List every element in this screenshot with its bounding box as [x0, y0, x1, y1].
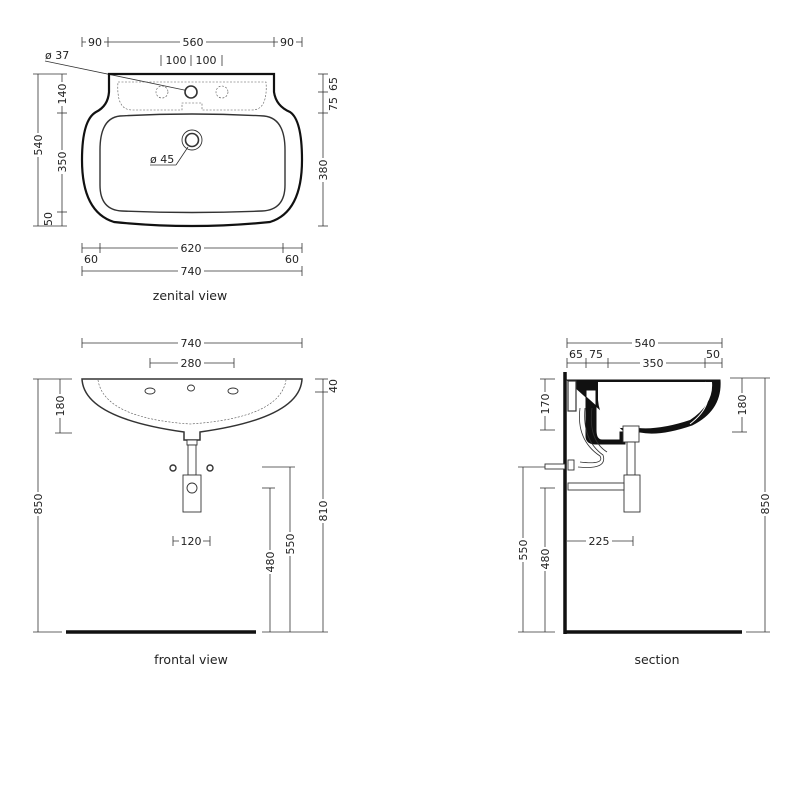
dim-label: 75	[327, 97, 340, 111]
section-caption: section	[634, 652, 679, 667]
waste-pipe	[626, 441, 636, 476]
dim-label: 550	[284, 534, 297, 555]
tap-hole-left	[144, 387, 156, 395]
zenital-top-dimension: 90 560 90	[81, 36, 303, 49]
dim-label: 90	[88, 36, 102, 49]
tap-hole-right	[227, 387, 239, 395]
flex-hoses	[577, 407, 608, 468]
dim-label: 280	[181, 357, 202, 370]
dim-label: 180	[54, 396, 67, 417]
bottle-trap	[182, 474, 202, 513]
dim-label: 350	[643, 357, 664, 370]
basin-outline	[80, 72, 304, 228]
dim-label: 380	[317, 160, 330, 181]
basin-bowl	[99, 113, 286, 214]
tap-hole-right	[215, 85, 229, 99]
dim-label: 120	[181, 535, 202, 548]
dim-label: 550	[517, 540, 530, 561]
dim-label: 50	[42, 212, 55, 226]
dim-label: 140	[56, 84, 69, 105]
waste-fitting	[186, 439, 198, 446]
frontal-view-caption: frontal view	[154, 652, 228, 667]
zenital-view-caption: zenital view	[153, 288, 227, 303]
dim-label: 50	[706, 348, 720, 361]
zenital-bottom-dimension: 620 60 60 740	[81, 242, 303, 278]
dim-label: 60	[84, 253, 98, 266]
dim-label: 75	[589, 348, 603, 361]
dim-label: 170	[539, 394, 552, 415]
section-view: 540 65 75 350 50 550 480 170 850	[517, 337, 772, 667]
bottle-trap	[623, 474, 641, 513]
hole-spacing-dimension: 100 100	[160, 54, 223, 67]
tap-hole-center	[187, 384, 195, 392]
dim-label: 740	[181, 265, 202, 278]
dim-label: 350	[56, 152, 69, 173]
dim-label: 480	[539, 549, 552, 570]
supply-left	[169, 464, 177, 472]
dim-label: 560	[183, 36, 204, 49]
zenital-left-dimension: 540 140 350 50	[32, 73, 69, 227]
trap-outlet-pipe	[567, 482, 625, 491]
dim-label: 540	[32, 135, 45, 156]
dim-label: 90	[280, 36, 294, 49]
dim-label: 65	[327, 77, 340, 91]
dim-label: 180	[736, 395, 749, 416]
dim-label: 480	[264, 552, 277, 573]
zenital-view: 90 560 90 100 100 ø 37 ø 45 540 140	[32, 36, 340, 303]
back-bracket	[567, 380, 577, 412]
dim-label: 65	[569, 348, 583, 361]
dim-label: 740	[181, 337, 202, 350]
drain-label: ø 45	[150, 153, 174, 166]
waste-pipe	[187, 444, 197, 476]
dim-label: 225	[589, 535, 610, 548]
dim-label: 40	[327, 379, 340, 393]
basin-front	[81, 378, 303, 441]
tap-hole-left	[155, 85, 169, 99]
tap-hole-center	[184, 85, 198, 99]
dim-label: 810	[317, 501, 330, 522]
waste-fitting	[622, 425, 640, 443]
dim-label: 850	[32, 494, 45, 515]
dim-label: 100	[166, 54, 187, 67]
supply-right	[206, 464, 214, 472]
supply-valve	[544, 463, 566, 470]
zenital-right-dimension: 65 75 380	[317, 73, 340, 227]
dim-label: 100	[196, 54, 217, 67]
dim-label: 620	[181, 242, 202, 255]
dim-label: 850	[759, 494, 772, 515]
tap-hole-label: ø 37	[45, 49, 69, 62]
dim-label: 540	[635, 337, 656, 350]
frontal-view: 740 280 120 850 180 40 810	[32, 337, 340, 667]
dim-label: 60	[285, 253, 299, 266]
